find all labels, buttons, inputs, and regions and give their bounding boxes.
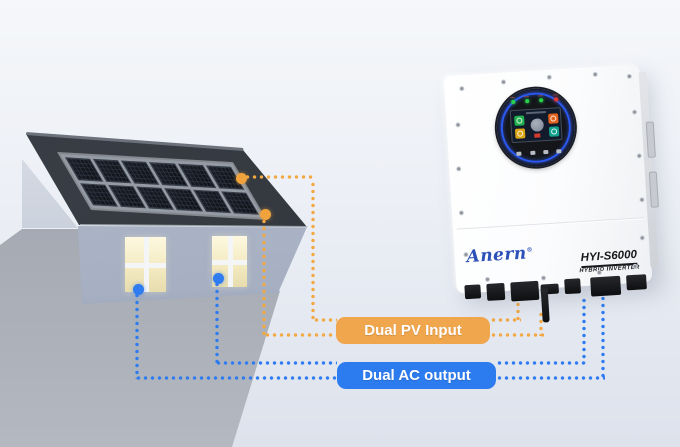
ac-line-segment <box>582 297 586 363</box>
window-mullion <box>227 236 233 287</box>
ac-output-label: Dual AC output <box>337 362 496 389</box>
screw <box>457 167 461 171</box>
ac-line-segment <box>601 295 605 378</box>
screw <box>632 110 637 114</box>
led-label <box>552 94 558 96</box>
pv-line-segment <box>490 333 544 337</box>
pv-line-segment <box>262 218 266 337</box>
inverter-display <box>494 86 578 169</box>
hybrid-inverter: Anern® HYI-S6000 HYBRID INVERTER <box>443 64 659 323</box>
screw <box>593 72 597 77</box>
pv-connection-dot <box>236 173 247 184</box>
terminal-connector <box>464 284 482 300</box>
ac-line-segment <box>215 361 337 365</box>
screw <box>460 87 464 91</box>
screw <box>459 211 463 215</box>
pv-line-segment <box>313 318 337 322</box>
inverter-status-icon <box>530 118 545 132</box>
ac-line-segment <box>215 281 219 364</box>
window-mullion <box>143 237 149 292</box>
screw <box>627 74 631 78</box>
load-icon <box>548 126 560 137</box>
pv-line-segment <box>490 318 521 322</box>
pv-input-connector <box>510 280 540 302</box>
pv-input-label: Dual PV Input <box>336 317 490 344</box>
up-button[interactable] <box>530 150 536 156</box>
pv-line-segment <box>311 181 315 322</box>
screw <box>597 270 601 275</box>
screw <box>640 236 644 240</box>
screw <box>633 264 637 268</box>
mounting-bracket <box>648 171 659 208</box>
brand-logo: Anern® <box>466 243 534 268</box>
screw <box>501 80 506 84</box>
screw <box>485 277 490 281</box>
ac-line-segment <box>135 292 139 379</box>
pv-line-segment <box>244 175 316 179</box>
ac-output-connector <box>590 275 622 297</box>
enter-button[interactable] <box>556 149 562 154</box>
ac-line-segment <box>135 376 337 380</box>
lcd-screen <box>509 107 563 144</box>
alarm-indicator <box>534 133 541 138</box>
esc-button[interactable] <box>516 151 522 156</box>
ac-line-segment <box>496 361 586 365</box>
window-left <box>125 237 166 292</box>
ac-line-segment <box>496 376 605 380</box>
lcd-status-text <box>525 111 546 115</box>
pv-line-segment <box>516 301 520 321</box>
screw <box>456 123 460 127</box>
pv-line-segment <box>264 333 337 337</box>
pv-connection-dot <box>260 209 271 220</box>
pv-line-segment <box>539 311 543 336</box>
screw <box>464 253 468 257</box>
ac-output-connector <box>626 274 647 291</box>
ac-connection-dot <box>133 284 144 295</box>
mounting-bracket <box>645 121 656 158</box>
down-button[interactable] <box>543 149 549 155</box>
screw <box>637 154 641 158</box>
inverter-panel-seam <box>456 217 645 230</box>
led-label <box>509 96 515 99</box>
solar-icon <box>514 115 525 126</box>
terminal-connector <box>486 282 506 301</box>
ac-connection-dot <box>213 273 224 284</box>
battery-icon <box>514 128 526 139</box>
registered-mark: ® <box>526 246 534 254</box>
terminal-connector <box>564 278 582 295</box>
screw <box>547 75 551 79</box>
grid-icon <box>548 113 559 124</box>
screw <box>640 198 644 202</box>
model-block: HYI-S6000 HYBRID INVERTER <box>572 244 645 275</box>
screw <box>541 276 546 280</box>
